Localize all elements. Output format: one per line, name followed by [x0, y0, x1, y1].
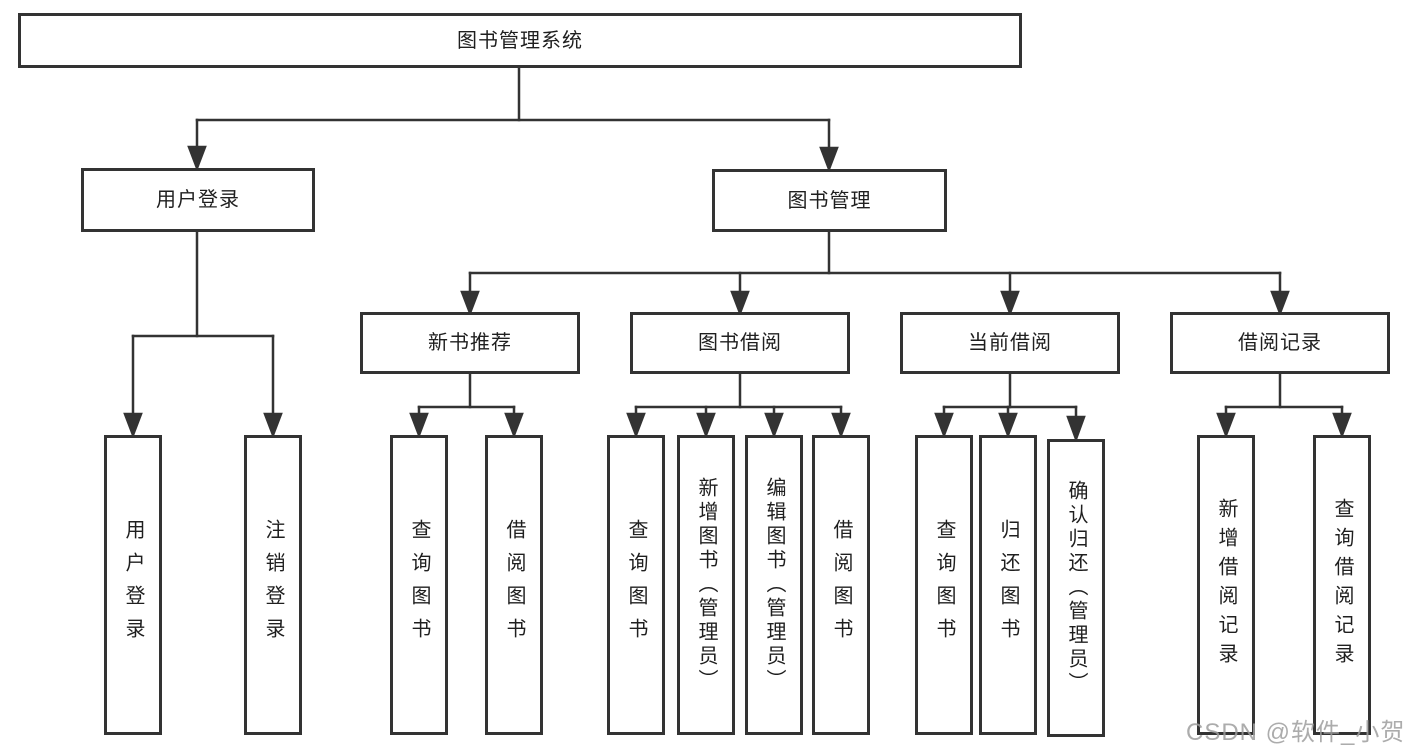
node-leaf-add-borrow-record: 新增借阅记录 [1197, 435, 1255, 735]
node-borrowing-records: 借阅记录 [1170, 312, 1390, 374]
node-leaf-add-borrow-record-label: 新增借阅记录 [1215, 498, 1237, 672]
node-leaf-query-books-recommend: 查询图书 [390, 435, 448, 735]
node-leaf-query-books-recommend-label: 查询图书 [408, 519, 430, 651]
node-leaf-edit-books-admin-label: 编辑图书（管理员） [763, 477, 785, 693]
node-borrowing-records-label: 借阅记录 [1238, 332, 1322, 354]
watermark: CSDN @软件_小贺同学 [1186, 719, 1405, 746]
node-leaf-query-borrow-record: 查询借阅记录 [1313, 435, 1371, 735]
node-book-borrowing: 图书借阅 [630, 312, 850, 374]
node-leaf-borrow-books-borrowing: 借阅图书 [812, 435, 870, 735]
node-new-book-recommendation-label: 新书推荐 [428, 332, 512, 354]
node-leaf-add-books-admin: 新增图书（管理员） [677, 435, 735, 735]
node-leaf-edit-books-admin: 编辑图书（管理员） [745, 435, 803, 735]
node-user-login: 用户登录 [81, 168, 315, 232]
node-leaf-confirm-return-admin-label: 确认归还（管理员） [1065, 480, 1087, 696]
node-new-book-recommendation: 新书推荐 [360, 312, 580, 374]
node-user-login-label: 用户登录 [156, 189, 240, 211]
node-leaf-borrow-books-borrowing-label: 借阅图书 [830, 519, 852, 651]
node-leaf-query-borrow-record-label: 查询借阅记录 [1331, 498, 1353, 672]
node-leaf-user-login: 用户登录 [104, 435, 162, 735]
node-book-management: 图书管理 [712, 169, 947, 232]
node-root-label: 图书管理系统 [457, 29, 583, 52]
node-leaf-user-login-label: 用户登录 [122, 519, 144, 651]
node-current-borrowing: 当前借阅 [900, 312, 1120, 374]
node-leaf-query-books-borrowing-label: 查询图书 [625, 519, 647, 651]
node-leaf-borrow-books-recommend: 借阅图书 [485, 435, 543, 735]
node-leaf-logout: 注销登录 [244, 435, 302, 735]
node-leaf-borrow-books-recommend-label: 借阅图书 [503, 519, 525, 651]
node-root: 图书管理系统 [18, 13, 1022, 68]
node-leaf-confirm-return-admin: 确认归还（管理员） [1047, 439, 1105, 737]
node-book-management-label: 图书管理 [787, 189, 872, 212]
node-leaf-add-books-admin-label: 新增图书（管理员） [695, 477, 717, 693]
node-leaf-logout-label: 注销登录 [262, 519, 284, 651]
node-leaf-return-books: 归还图书 [979, 435, 1037, 735]
node-leaf-query-books-current-label: 查询图书 [933, 519, 955, 651]
node-book-borrowing-label: 图书借阅 [698, 332, 782, 354]
node-leaf-return-books-label: 归还图书 [997, 519, 1019, 651]
node-current-borrowing-label: 当前借阅 [968, 332, 1052, 354]
node-leaf-query-books-borrowing: 查询图书 [607, 435, 665, 735]
node-leaf-query-books-current: 查询图书 [915, 435, 973, 735]
